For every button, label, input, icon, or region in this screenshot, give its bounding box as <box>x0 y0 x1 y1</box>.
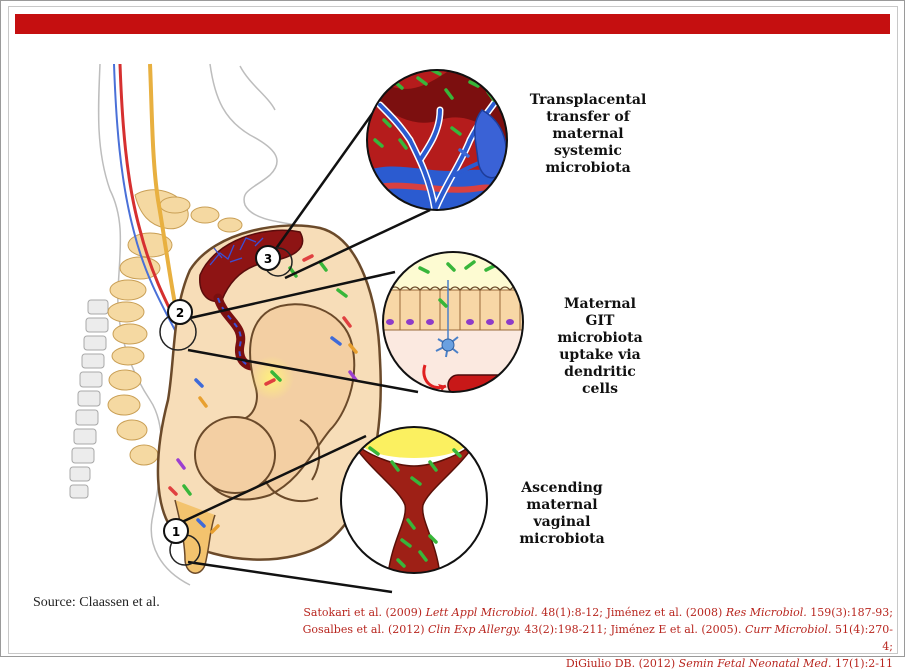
pregnancy-microbiota-diagram: 3 2 1 <box>0 0 905 657</box>
ref-text: 51(4):270-4; <box>832 623 894 653</box>
ref-journal: Semin Fetal Neonatal Med. <box>679 657 832 670</box>
label-vaginal: Ascending maternal vaginal microbiota <box>510 480 614 548</box>
ref-text: 48(1):8-12; Jiménez et al. (2008) <box>538 606 726 619</box>
marker-2-label: 2 <box>176 306 184 320</box>
ref-journal: Clin Exp Allergy. <box>428 623 521 636</box>
ref-text: Gosalbes et al. (2012) <box>303 623 428 636</box>
marker-1-label: 1 <box>172 525 180 539</box>
ref-text: Satokari et al. (2009) <box>303 606 425 619</box>
marker-2: 2 <box>168 300 192 324</box>
marker-1: 1 <box>164 519 188 543</box>
ref-text: 17(1):2-11 <box>832 657 894 670</box>
ref-journal: Res Microbiol. <box>726 606 807 619</box>
spine <box>70 300 108 498</box>
zoom-gut-circle <box>380 250 532 395</box>
label-maternal-git: Maternal GIT microbiota uptake via dendr… <box>548 296 652 398</box>
ref-text: DiGiulio DB. (2012) <box>566 657 679 670</box>
ref-text: 43(2):198-211; Jiménez E et al. (2005). <box>521 623 745 636</box>
reference-line-1: Satokari et al. (2009) Lett Appl Microbi… <box>293 604 893 621</box>
marker-3-label: 3 <box>264 252 272 266</box>
label-transplacental: Transplacental transfer of maternal syst… <box>528 92 648 177</box>
zoom-placenta-circle <box>360 60 520 220</box>
source-credit: Source: Claassen et al. <box>33 595 160 611</box>
ref-journal: Lett Appl Microbiol. <box>426 606 538 619</box>
ref-text: 159(3):187-93; <box>807 606 893 619</box>
marker-3: 3 <box>256 246 280 270</box>
references: Satokari et al. (2009) Lett Appl Microbi… <box>293 604 893 672</box>
reference-line-2: Gosalbes et al. (2012) Clin Exp Allergy.… <box>293 621 893 655</box>
ref-journal: Curr Microbiol. <box>745 623 832 636</box>
reference-line-3: DiGiulio DB. (2012) Semin Fetal Neonatal… <box>293 655 893 672</box>
